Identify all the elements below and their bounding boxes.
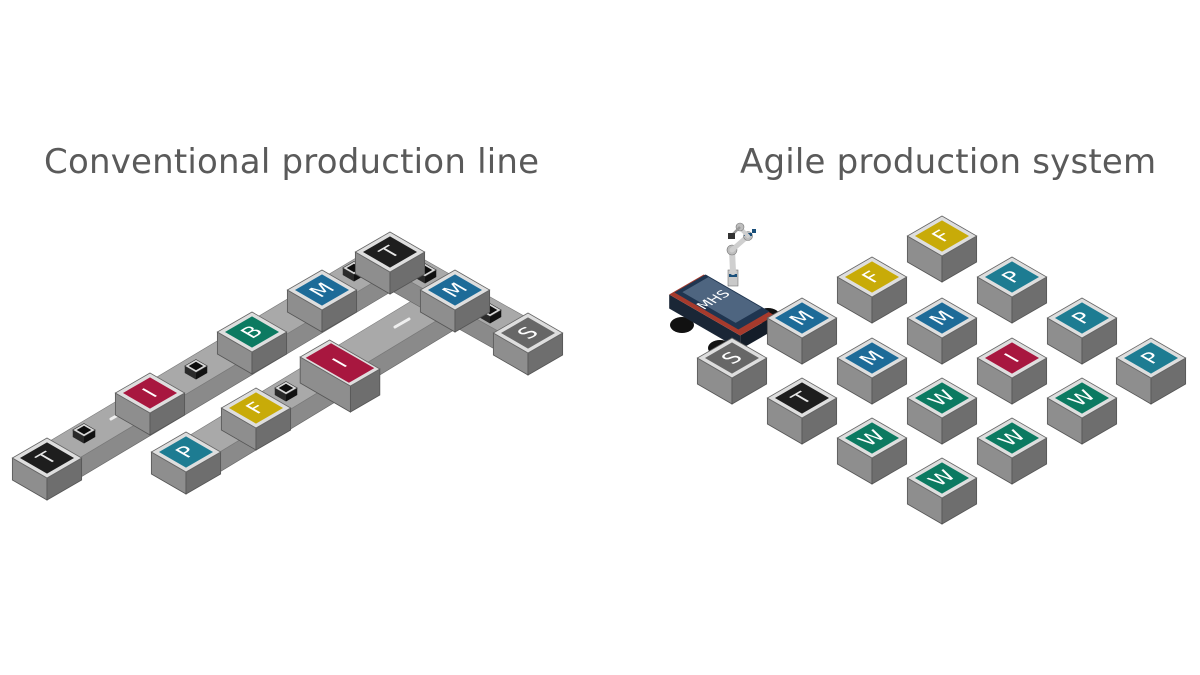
agile-module-p-4: P <box>1046 297 1118 365</box>
conventional-module-m-3: M <box>286 269 358 333</box>
agile-module-w-11: W <box>906 377 978 445</box>
title-agile-production-system: Agile production system <box>740 142 1157 182</box>
agile-module-w-14: W <box>976 417 1048 485</box>
workpiece-carrier <box>274 381 298 402</box>
robot-arm <box>726 222 756 287</box>
conventional-module-f-8: F <box>220 387 292 451</box>
conventional-module-p-9: P <box>150 431 222 495</box>
conventional-module-i-1: I <box>114 372 186 436</box>
workpiece-carrier <box>72 423 96 444</box>
agile-module-w-15: W <box>906 457 978 525</box>
agile-module-m-3: M <box>906 297 978 365</box>
agile-module-i-7: I <box>976 337 1048 405</box>
agile-module-w-13: W <box>836 417 908 485</box>
mhs-vehicle: MHS <box>669 274 780 356</box>
conventional-module-t-4: T <box>354 231 426 295</box>
agile-module-t-10: T <box>766 377 838 445</box>
conventional-module-i-7: I <box>299 339 381 413</box>
agile-module-f-1: F <box>836 256 908 324</box>
agile-module-p-8: P <box>1115 337 1187 405</box>
agile-module-p-2: P <box>976 256 1048 324</box>
workpiece-carrier <box>184 359 208 380</box>
conventional-module-m-5: M <box>419 269 491 333</box>
title-conventional-production-line: Conventional production line <box>44 142 540 182</box>
agile-module-m-5: M <box>766 297 838 365</box>
agile-module-w-12: W <box>1046 377 1118 445</box>
mhs-wheel <box>670 317 694 333</box>
conveyor-slot <box>393 317 411 329</box>
conventional-module-b-2: B <box>216 311 288 375</box>
agile-module-m-6: M <box>836 337 908 405</box>
conventional-module-t-0: T <box>11 437 83 501</box>
agile-module-s-9: S <box>696 337 768 405</box>
agile-module-f-0: F <box>906 215 978 283</box>
conventional-module-s-6: S <box>492 312 564 376</box>
